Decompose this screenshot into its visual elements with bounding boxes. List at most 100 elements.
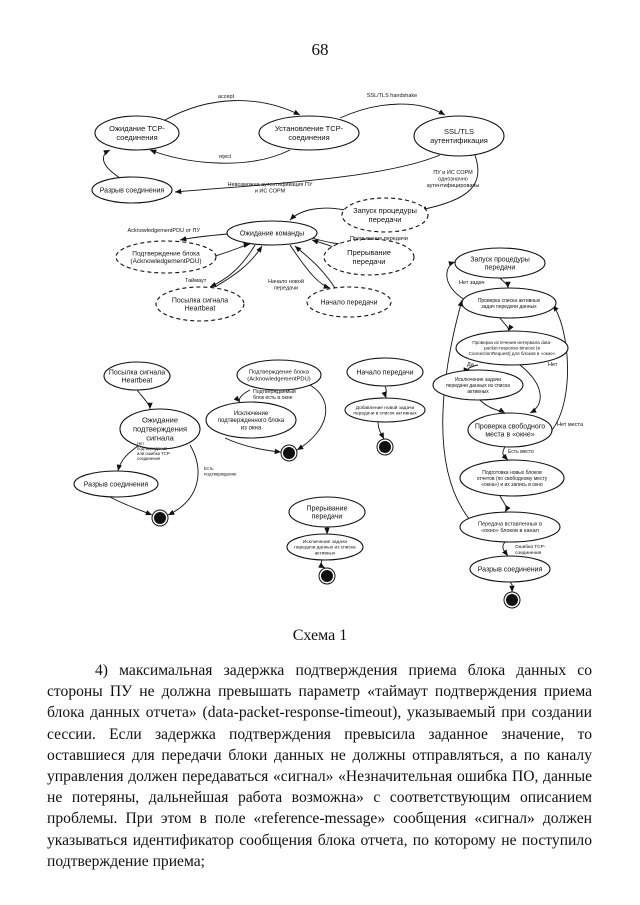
transition-arrow [296, 384, 327, 451]
state-ack-block-2: Подтверждение блока(AcknowledgementPDU) [236, 359, 322, 391]
transition-arrow [499, 317, 514, 332]
svg-text:подтверждения: подтверждения [137, 446, 167, 451]
state-label: Ожидание команды [240, 230, 304, 237]
end-state-icon [280, 444, 298, 462]
transition-arrow [318, 559, 326, 569]
transition-arrow [233, 389, 251, 403]
svg-text:Таймаут: Таймаут [185, 277, 207, 284]
svg-text:Прерывание передачи: Прерывание передачи [350, 236, 408, 242]
state-label: Передача вставленных в [478, 522, 542, 528]
transition-arrow [209, 244, 256, 288]
state-send-blocks: Передача вставленных в«окно» блоков в ка… [459, 511, 561, 543]
state-label: передачи данных из списка [446, 383, 510, 389]
svg-text:Есть место: Есть место [508, 449, 534, 455]
state-label: Heartbeat [122, 378, 153, 385]
svg-text:reject: reject [219, 154, 232, 160]
svg-text:однозначно: однозначно [438, 177, 468, 183]
state-label: Начало передачи [356, 369, 413, 376]
svg-text:Невозможна аутентификация ПУ: Невозможна аутентификация ПУ [228, 182, 313, 188]
transition-arrow [214, 245, 263, 288]
svg-text:Начало новой: Начало новой [268, 278, 304, 285]
transition-arrow [381, 385, 387, 399]
state-label: Разрыв соединения [84, 481, 149, 488]
state-label: передачи [353, 257, 386, 266]
state-label: «окна») и их запись в окно [481, 482, 543, 488]
state-disconnect-1: Разрыв соединения [91, 176, 173, 204]
transition-arrow [294, 245, 336, 289]
state-label: подтверждения [133, 425, 187, 434]
state-label: Подтверждение блока [249, 370, 310, 376]
state-begin-transfer-2: Начало передачи [346, 357, 424, 387]
transition-arrow [442, 299, 471, 521]
transition-arrow [289, 207, 346, 221]
state-ack-block-1: Подтверждение блока(AcknowledgementPDU) [115, 240, 217, 274]
state-label: Проверка свободного [475, 422, 545, 430]
state-label: Разрыв соединения [100, 187, 165, 194]
state-label: Добавление новой задачи [356, 404, 415, 411]
transition-label-no: Нет [548, 362, 558, 368]
state-label: передачи данных из списка [294, 546, 356, 551]
svg-text:соединения: соединения [137, 456, 160, 461]
state-label: сигнала [146, 434, 174, 443]
state-label: Heartbeat [185, 306, 216, 313]
state-label: (AcknowledgementPDU) [130, 258, 201, 265]
state-label: Начало передачи [320, 299, 377, 306]
transition-label-no-tasks: Нет задач [459, 280, 485, 286]
state-label: отчетов (по свободному месту [477, 476, 548, 482]
state-label: «окно» блоков в канал [481, 528, 539, 534]
state-label: packet-response-timeout (в [484, 346, 540, 351]
transition-arrow [509, 581, 515, 593]
state-label: передачи [312, 514, 343, 521]
state-label: передачи [485, 265, 516, 272]
transition-arrow [167, 444, 199, 516]
transition-label-timeout: Таймаут [185, 277, 207, 284]
transition-arrow [339, 103, 446, 119]
transition-arrow [164, 100, 301, 121]
transition-arrow [551, 304, 568, 431]
state-label: Прерывание [307, 505, 348, 512]
state-label: Ожидание TCP- [109, 124, 165, 133]
body-paragraph: 4) максимальная задержка подтверждения п… [47, 662, 592, 870]
transition-arrow [174, 154, 441, 195]
state-disconnect-2: Разрыв соединения [469, 555, 551, 583]
state-label: Проверка списка активных [478, 298, 541, 304]
svg-text:соединения: соединения [515, 551, 542, 556]
transition-arrow [479, 399, 506, 414]
transition-label-ack-from-pu: AcknowledgementPDU от ПУ [127, 228, 200, 234]
diagram-caption: Схема 1 [292, 627, 348, 644]
state-start-transfer-2: Запуск процедуры передачи [454, 247, 546, 279]
transition-arrow [502, 541, 509, 557]
svg-text:передачи: передачи [274, 286, 298, 292]
state-label: (AcknowledgementPDU) [247, 377, 311, 383]
svg-text:Нет: Нет [548, 362, 558, 368]
transition-label-abort-label: Прерывание передачи [350, 236, 408, 242]
transition-arrow [214, 242, 251, 257]
state-label: Проверка истечения интервала data- [472, 340, 552, 345]
transition-arrow [501, 446, 509, 461]
state-label: передачи [369, 215, 402, 224]
state-label: активных [467, 389, 489, 395]
svg-text:Ошибка TCP-: Ошибка TCP- [515, 544, 546, 550]
state-label: Запуск процедуры [470, 256, 530, 263]
state-label: активных [315, 551, 336, 556]
transition-arrow [499, 277, 511, 289]
transition-arrow [499, 495, 511, 513]
state-label: соединения [116, 133, 157, 142]
transition-arrow [116, 445, 139, 472]
state-label: Подтверждение блока [132, 249, 200, 257]
transition-label-ssl-handshake: SSL/TLS handshake [367, 93, 417, 99]
state-label: Посылка сигнала [109, 369, 165, 376]
transition-arrow [519, 364, 541, 414]
